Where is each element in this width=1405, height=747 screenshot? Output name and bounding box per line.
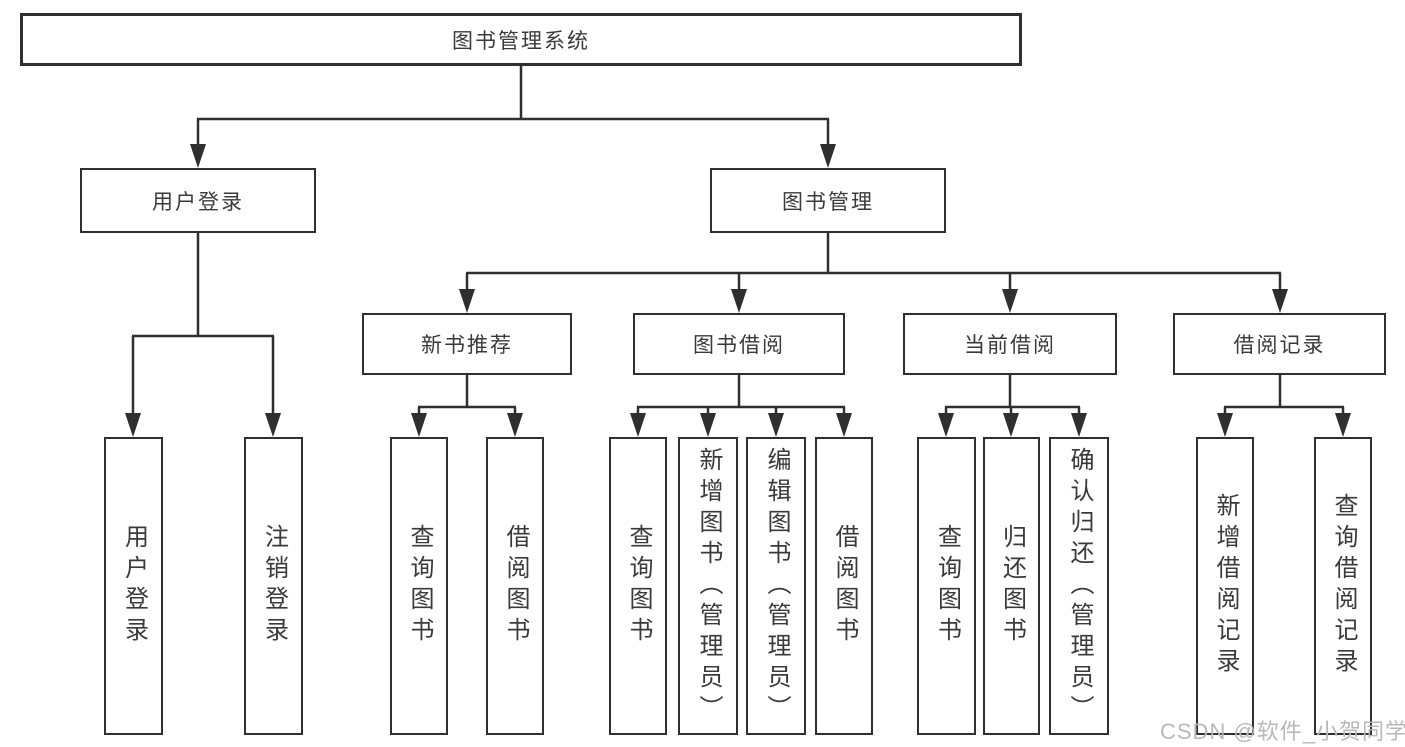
leaf-label: 查询图书 <box>625 524 652 648</box>
csdn-watermark: CSDN @软件_小贺同学 <box>1160 719 1405 744</box>
leaf-label: 新增图书（管理员） <box>695 446 722 726</box>
leaf-label: 借阅图书 <box>502 524 529 648</box>
leaf-query-books-borrow: 查询图书 <box>609 437 667 735</box>
node-new-book-recommendation: 新书推荐 <box>362 313 572 375</box>
node-label: 图书管理 <box>782 190 874 214</box>
leaf-logout: 注销登录 <box>244 437 303 735</box>
leaf-confirm-return-admin: 确认归还（管理员） <box>1049 437 1109 735</box>
node-label: 当前借阅 <box>964 334 1056 357</box>
leaf-add-books-admin: 新增图书（管理员） <box>678 437 738 735</box>
leaf-label: 确认归还（管理员） <box>1066 446 1093 726</box>
node-label: 图书借阅 <box>693 334 785 357</box>
node-user-login: 用户登录 <box>80 168 316 233</box>
leaf-label: 用户登录 <box>120 524 148 648</box>
leaf-label: 查询图书 <box>933 524 961 648</box>
leaf-borrow-books-recommend: 借阅图书 <box>486 437 544 735</box>
leaf-query-borrow-record: 查询借阅记录 <box>1314 437 1372 735</box>
leaf-label: 查询借阅记录 <box>1330 493 1357 679</box>
leaf-borrow-books-borrow: 借阅图书 <box>815 437 873 735</box>
node-label: 图书管理系统 <box>452 29 590 53</box>
leaf-return-books: 归还图书 <box>983 437 1040 735</box>
leaf-label: 注销登录 <box>260 524 288 648</box>
node-label: 借阅记录 <box>1233 334 1326 357</box>
node-borrowing-records: 借阅记录 <box>1173 313 1386 375</box>
node-book-management: 图书管理 <box>710 168 946 233</box>
node-book-borrowing: 图书借阅 <box>633 313 845 375</box>
leaf-add-borrow-record: 新增借阅记录 <box>1196 437 1254 735</box>
leaf-query-books-current: 查询图书 <box>917 437 976 735</box>
leaf-user-login: 用户登录 <box>104 437 163 735</box>
leaf-query-books-recommend: 查询图书 <box>390 437 448 735</box>
node-label: 用户登录 <box>152 190 244 214</box>
node-label: 新书推荐 <box>421 334 513 357</box>
leaf-label: 归还图书 <box>998 524 1026 648</box>
node-current-borrowing: 当前借阅 <box>903 313 1117 375</box>
leaf-edit-books-admin: 编辑图书（管理员） <box>746 437 806 735</box>
arrowheads <box>125 144 1351 437</box>
node-library-management-system: 图书管理系统 <box>20 13 1022 66</box>
leaf-label: 查询图书 <box>406 524 433 648</box>
leaf-label: 编辑图书（管理员） <box>763 446 790 726</box>
leaf-label: 新增借阅记录 <box>1212 493 1239 679</box>
leaf-label: 借阅图书 <box>831 524 858 648</box>
